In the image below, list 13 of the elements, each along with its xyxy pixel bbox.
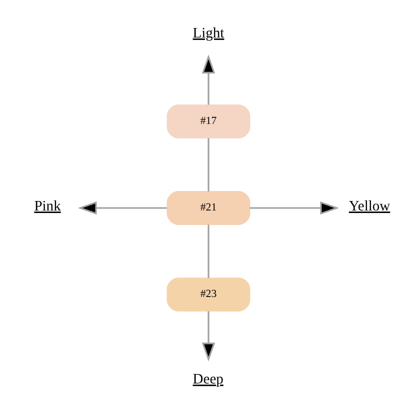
arrow	[201, 311, 215, 362]
connector	[207, 224, 209, 278]
node-text: Deep	[192, 372, 223, 388]
arrow	[201, 54, 215, 105]
node-box: #21	[166, 191, 250, 225]
node-text: Yellow	[348, 198, 390, 215]
node-text: Light	[192, 25, 224, 42]
arrow	[249, 201, 339, 215]
arrow	[77, 201, 166, 215]
connector	[207, 138, 209, 192]
node-box: #17	[166, 104, 250, 138]
node-box: #23	[166, 278, 250, 312]
node-text: Pink	[34, 198, 60, 215]
